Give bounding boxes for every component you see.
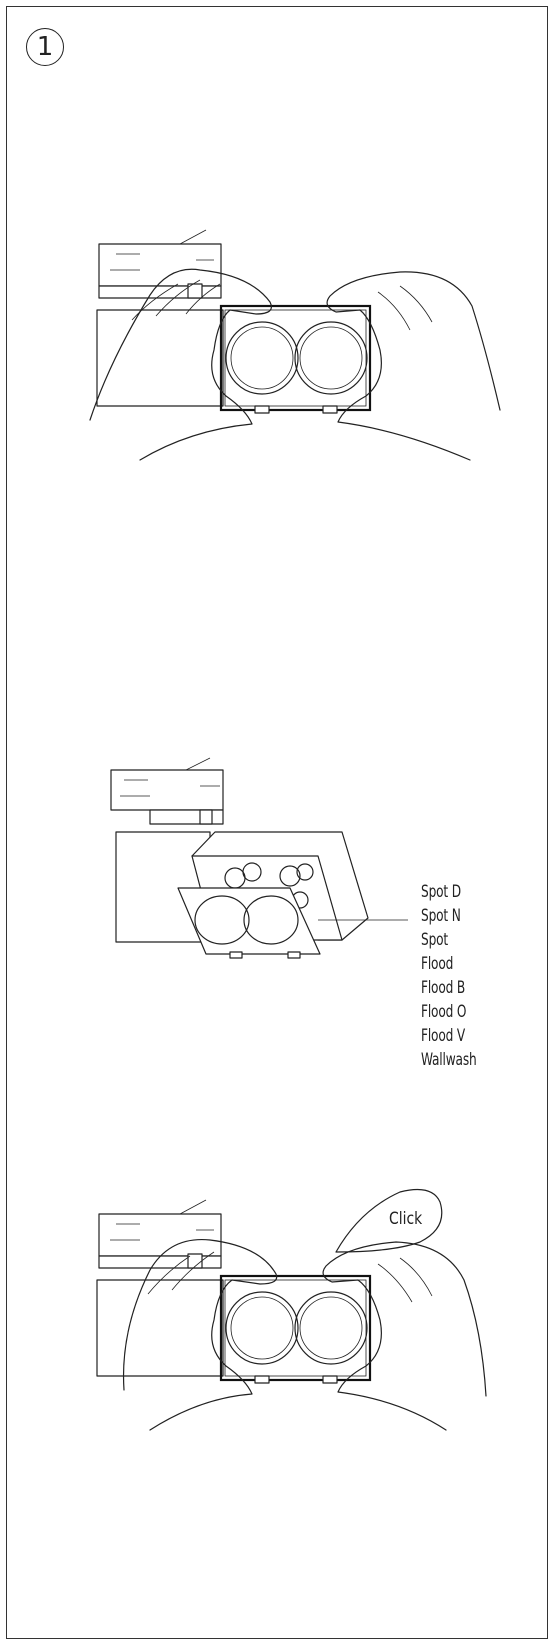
lens-option: Flood B (421, 978, 466, 997)
lens-module (219, 1274, 372, 1384)
right-hand (322, 1241, 487, 1431)
step-number-badge: 1 (26, 28, 64, 66)
lens-option: Spot N (421, 906, 461, 925)
left-hand (89, 268, 272, 461)
instruction-frame (6, 6, 548, 1639)
scene-exploded-view (0, 740, 554, 980)
click-speech-bubble (335, 1189, 443, 1253)
lens-option: Spot D (421, 882, 461, 901)
left-hand (122, 1238, 278, 1431)
click-in-place-illustration (96, 1189, 487, 1431)
track-adapter (96, 229, 224, 407)
click-label: Click (389, 1209, 423, 1229)
scene-click-in-place (0, 1180, 554, 1460)
lens-plate (177, 887, 321, 959)
right-hand (326, 271, 501, 461)
lens-option: Flood (421, 954, 454, 973)
lens-option: Wallwash (421, 1050, 477, 1069)
lens-option-list: Spot D Spot N Spot Flood Flood B Flood O… (421, 880, 477, 1072)
lens-option: Flood V (421, 1026, 466, 1045)
hold-module-illustration (89, 229, 501, 461)
step-number: 1 (36, 32, 54, 62)
lens-option: Flood O (421, 1002, 467, 1021)
lens-module (219, 304, 372, 414)
track-adapter (96, 1199, 224, 1377)
exploded-view-illustration (110, 757, 408, 959)
scene-hold-module (0, 210, 554, 490)
lens-option: Spot (421, 930, 449, 949)
